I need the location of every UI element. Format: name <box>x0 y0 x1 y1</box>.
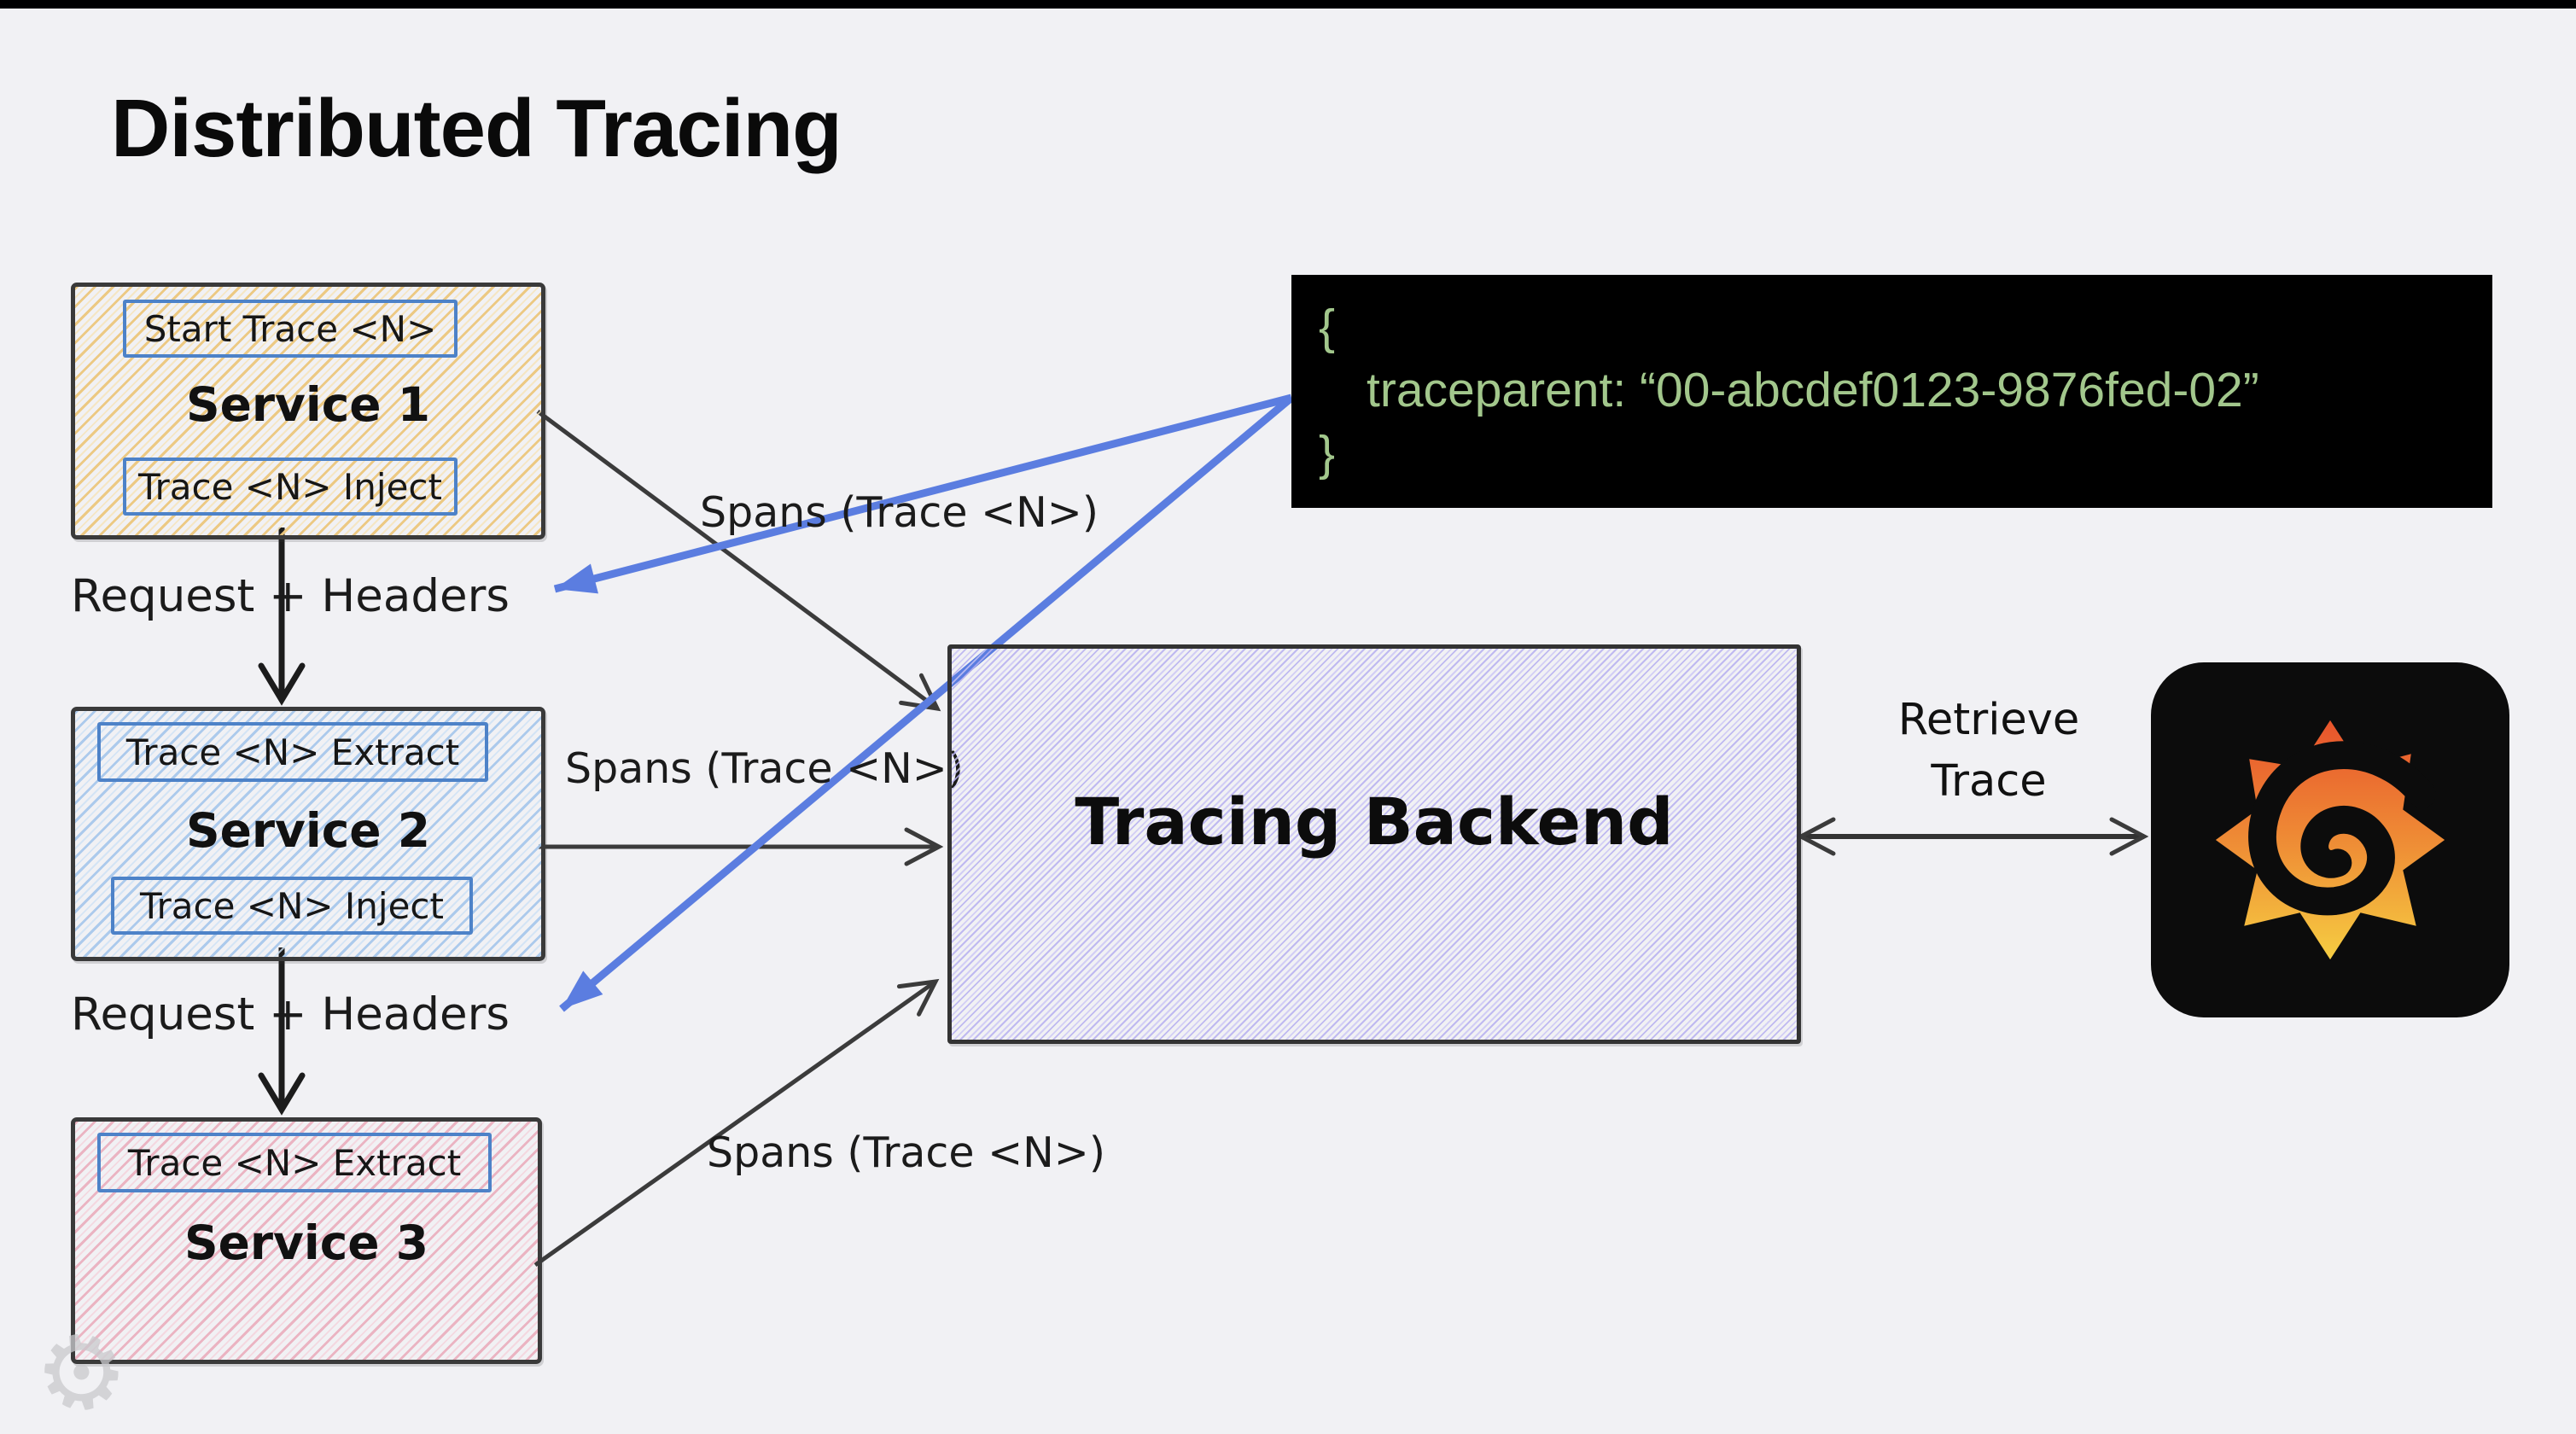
spans-label-1: Spans (Trace <N>) <box>700 488 1099 537</box>
service3-extract-box: Trace <N> Extract <box>97 1133 492 1192</box>
grafana-spiral <box>2248 741 2436 916</box>
request-headers-label-2: Request + Headers <box>71 988 510 1041</box>
traceparent-code-box: { traceparent: “00-abcdef0123-9876fed-02… <box>1291 275 2492 508</box>
service2-extract-label: Trace <N> Extract <box>125 731 460 773</box>
retrieve-trace-label: Retrieve Trace <box>1844 690 2134 813</box>
retrieve-trace-line1: Retrieve <box>1897 695 2080 745</box>
service1-name: Service 1 <box>185 377 431 432</box>
grafana-tile <box>2151 662 2509 1017</box>
service1-box: Start Trace <N> Service 1 Trace <N> Inje… <box>71 283 545 539</box>
service1-inject-label: Trace <N> Inject <box>138 465 442 508</box>
grafana-flame-icon <box>2215 720 2445 960</box>
code-traceparent-line: traceparent: “00-abcdef0123-9876fed-02” <box>1367 363 2259 417</box>
top-black-bar <box>0 0 2576 9</box>
service1-start-trace-box: Start Trace <N> <box>123 300 458 358</box>
service3-name: Service 3 <box>184 1215 429 1270</box>
code-open-brace: { <box>1319 300 1336 354</box>
service2-inject-box: Trace <N> Inject <box>111 877 473 935</box>
service1-inject-box: Trace <N> Inject <box>123 458 458 516</box>
service2-name: Service 2 <box>185 803 431 858</box>
spans-label-3: Spans (Trace <N>) <box>707 1128 1105 1177</box>
tracing-backend-label: Tracing Backend <box>1075 784 1674 860</box>
tracing-backend-box: Tracing Backend <box>947 644 1801 1044</box>
service2-box: Trace <N> Extract Service 2 Trace <N> In… <box>71 707 545 961</box>
service3-box: Trace <N> Extract Service 3 <box>71 1117 542 1364</box>
code-close-brace: } <box>1319 426 1336 481</box>
service3-extract-label: Trace <N> Extract <box>127 1141 462 1184</box>
service1-start-trace-label: Start Trace <N> <box>143 307 437 350</box>
arrow-service1-to-backend <box>536 409 941 712</box>
arrow-service3-to-backend <box>533 978 940 1268</box>
retrieve-trace-line2: Trace <box>1931 756 2047 807</box>
service2-extract-box: Trace <N> Extract <box>97 722 488 782</box>
spans-label-2: Spans (Trace <N>) <box>565 744 964 793</box>
request-headers-label-1: Request + Headers <box>71 570 510 622</box>
page-title: Distributed Tracing <box>111 83 842 174</box>
service2-inject-label: Trace <N> Inject <box>140 884 444 927</box>
